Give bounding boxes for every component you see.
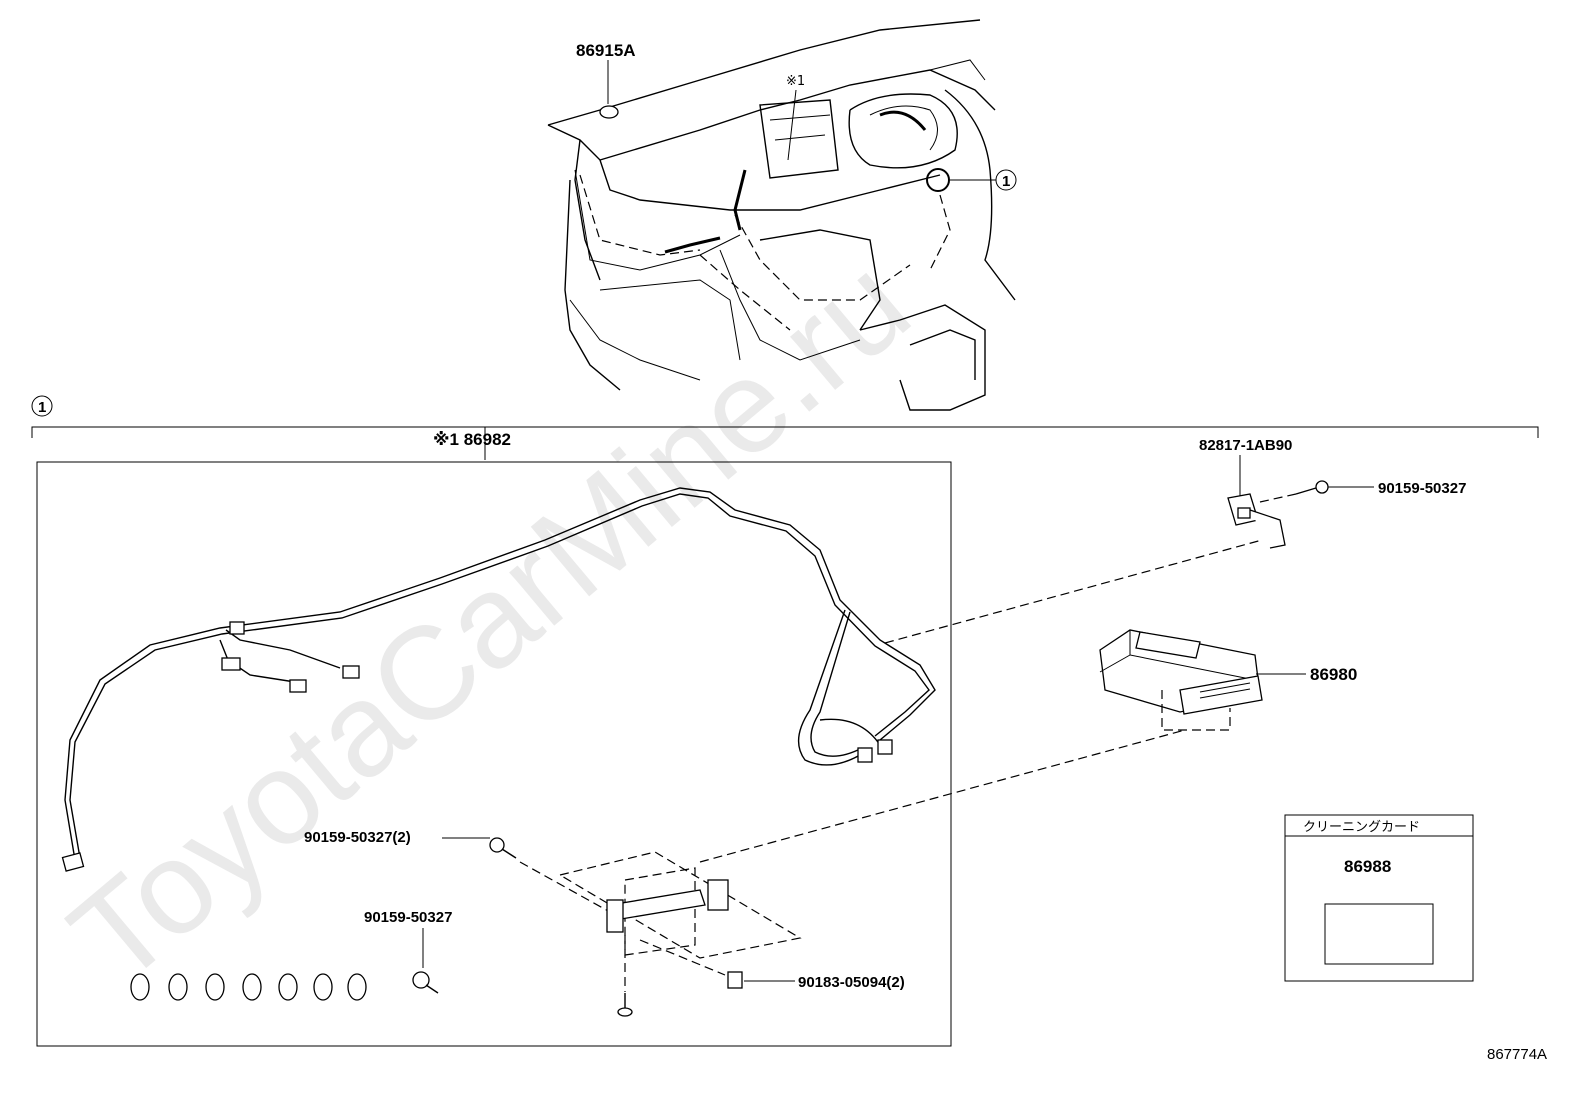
label-86915A: 86915A: [576, 41, 636, 60]
leader-note-1-top: [787, 89, 797, 161]
bracket-82817-icon: [1227, 493, 1286, 549]
bolt-single-icon: [412, 971, 439, 994]
cleaning-card-box: [1284, 814, 1474, 982]
label-bolt-pair: 90159-50327(2): [304, 829, 411, 846]
label-bracket-82817: 82817-1AB90: [1199, 437, 1292, 454]
mount-bracket: [519, 851, 802, 1017]
group-callout-number: 1: [38, 399, 46, 416]
cleaning-card-title: クリーニングカード: [1303, 820, 1420, 835]
bolt-top-right-icon: [1295, 480, 1329, 495]
label-nut-pair: 90183-05094(2): [798, 974, 905, 991]
wire-harness: [61, 487, 936, 872]
dash-bracket-ecu: [699, 729, 1186, 863]
cleaning-card-part: 86988: [1344, 857, 1391, 876]
callout-1-number: 1: [1002, 173, 1010, 190]
callout-1-circle: [995, 169, 1017, 191]
group-bracket: [31, 426, 1539, 438]
label-bolt-top-right: 90159-50327: [1378, 480, 1466, 497]
group-callout-circle: [31, 395, 53, 417]
dashboard-illustration: [547, 19, 1016, 411]
ecu-86980-icon: [1099, 629, 1263, 731]
dash-bolt-bracket: [1259, 493, 1297, 503]
dash-harness-bracket: [884, 539, 1263, 644]
label-86982: ※1 86982: [433, 430, 511, 449]
label-note-1-top: ※1: [786, 74, 805, 89]
label-bolt-single: 90159-50327: [364, 909, 452, 926]
watermark: ToyotaCarMine.ru: [44, 229, 937, 1011]
diagram-id: 867774A: [1487, 1046, 1547, 1063]
label-ecu-86980: 86980: [1310, 665, 1357, 684]
bolt-pair-icon: [489, 837, 517, 859]
harness-clips: [130, 973, 367, 1001]
harness-box: [36, 461, 952, 1047]
